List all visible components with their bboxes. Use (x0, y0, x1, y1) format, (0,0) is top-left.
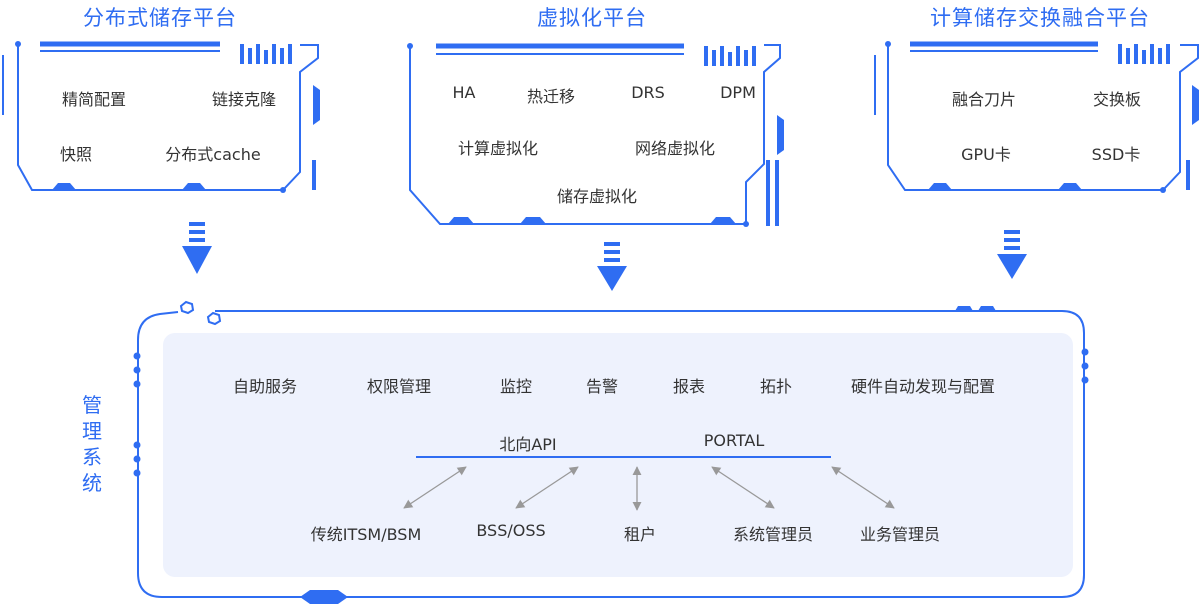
storage-item-thin-provisioning: 精简配置 (61, 90, 127, 109)
virt-item-dpm: DPM (720, 83, 756, 102)
down-arrow-icon (997, 230, 1027, 279)
virt-item-ha: HA (452, 83, 476, 102)
converged-item-gpu-card: GPU卡 (961, 145, 1011, 164)
mgmt-function-topology: 拓扑 (759, 377, 793, 396)
virt-item-compute-virtualization: 计算虚拟化 (457, 139, 539, 158)
mgmt-function-hardware-discovery: 硬件自动发现与配置 (850, 377, 996, 396)
converged-item-blade: 融合刀片 (951, 90, 1017, 109)
platform-title-converged: 计算储存交换融合平台 (930, 6, 1150, 30)
hexagon-icon (179, 300, 222, 326)
mgmt-function-self-service: 自助服务 (232, 377, 298, 396)
virt-item-live-migration: 热迁移 (526, 87, 576, 106)
interface-northbound-api: 北向API (499, 435, 557, 454)
user-tenant: 租户 (623, 525, 657, 544)
mgmt-function-permission: 权限管理 (366, 377, 432, 396)
mgmt-function-alerting: 告警 (585, 377, 619, 396)
virt-item-storage-virtualization: 储存虚拟化 (556, 187, 638, 206)
converged-item-ssd-card: SSD卡 (1091, 145, 1141, 164)
interface-portal: PORTAL (703, 431, 765, 450)
platform-title-virtualization: 虚拟化平台 (537, 6, 647, 30)
mgmt-function-monitoring: 监控 (499, 377, 533, 396)
storage-item-distributed-cache: 分布式cache (165, 145, 261, 164)
virt-item-network-virtualization: 网络虚拟化 (634, 139, 716, 158)
storage-item-snapshot: 快照 (59, 145, 93, 164)
user-system-admin: 系统管理员 (732, 525, 814, 544)
virt-item-drs: DRS (631, 83, 665, 102)
management-title: 管理系统 (82, 393, 102, 495)
down-arrow-icon (597, 242, 627, 291)
storage-item-linked-clone: 链接克隆 (211, 90, 277, 109)
user-bss-oss: BSS/OSS (476, 521, 546, 540)
mgmt-function-reports: 报表 (672, 377, 706, 396)
user-business-admin: 业务管理员 (859, 525, 941, 544)
user-itsm-bsm: 传统ITSM/BSM (310, 525, 422, 544)
management-panel (163, 333, 1073, 577)
converged-item-switch-board: 交换板 (1092, 90, 1142, 109)
platform-title-storage: 分布式储存平台 (83, 6, 237, 30)
down-arrow-icon (182, 222, 212, 274)
